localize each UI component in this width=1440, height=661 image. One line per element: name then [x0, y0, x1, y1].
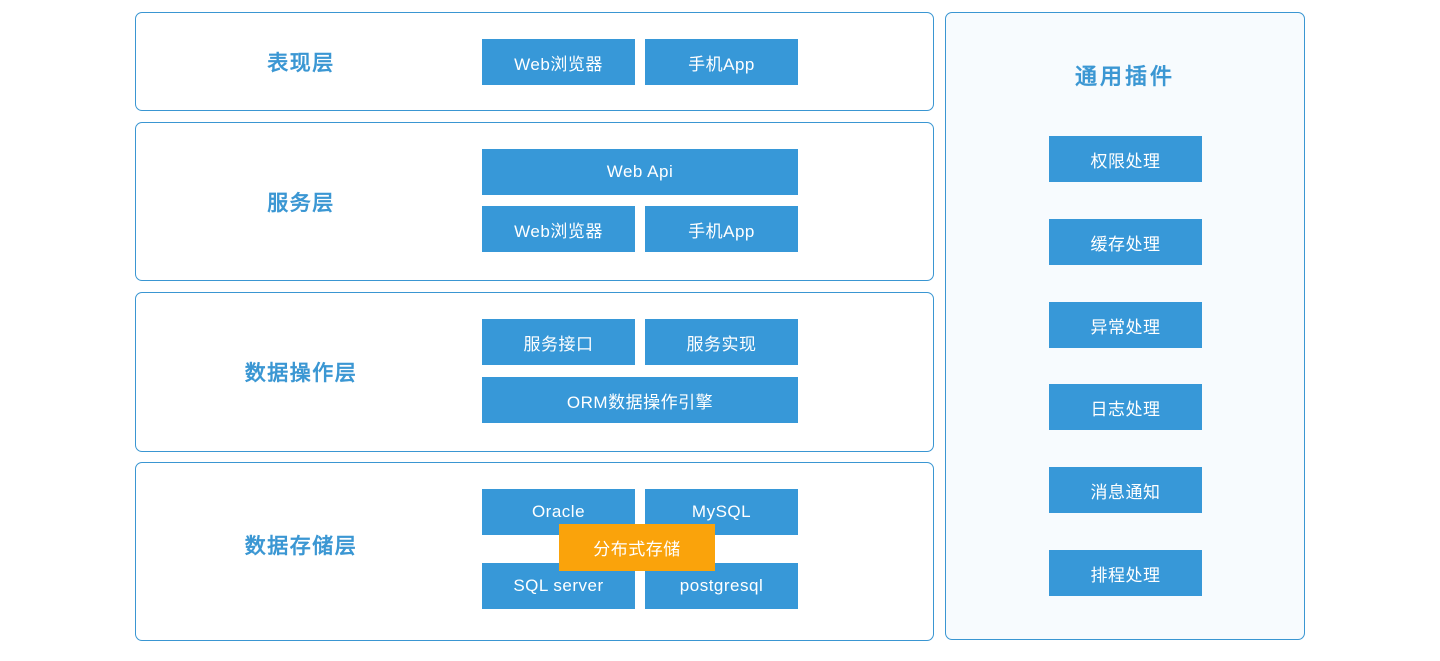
- plugin-box-schedule-label: 排程处理: [1090, 565, 1161, 585]
- box-sql-server: SQL server: [482, 563, 635, 609]
- plugin-box-exception: 异常处理: [1049, 302, 1202, 348]
- box-distributed-storage: 分布式存储: [559, 524, 715, 571]
- layer-panel-service: 服务层 Web Api Web浏览器 手机App: [135, 122, 934, 281]
- layer-label-presentation: 表现层: [267, 51, 335, 75]
- box-web-api-label: Web Api: [606, 162, 674, 181]
- box-web-browser: Web浏览器: [482, 39, 635, 85]
- box-mobile-app: 手机App: [645, 39, 798, 85]
- plugin-box-permission-label: 权限处理: [1090, 151, 1161, 171]
- plugins-panel: 通用插件 权限处理 缓存处理 异常处理 日志处理 消息通知 排程处理: [945, 12, 1305, 640]
- box-sql-server-label: SQL server: [513, 576, 604, 595]
- box-orm-engine: ORM数据操作引擎: [482, 377, 798, 423]
- plugin-box-exception-label: 异常处理: [1090, 317, 1161, 337]
- box-oracle: Oracle: [482, 489, 635, 535]
- box-web-api: Web Api: [482, 149, 798, 195]
- plugins-title: 通用插件: [1074, 64, 1175, 89]
- box-orm-engine-label: ORM数据操作引擎: [566, 392, 714, 412]
- layer-panel-data-storage: 数据存储层 Oracle MySQL 分布式存储 SQL server post…: [135, 462, 934, 641]
- layer-label-data-operation: 数据操作层: [244, 362, 358, 385]
- box-service-implementation-label: 服务实现: [686, 334, 757, 354]
- box-web-browser: Web浏览器: [482, 206, 635, 252]
- box-service-interface-label: 服务接口: [523, 334, 594, 354]
- layer-label-data-storage: 数据存储层: [244, 535, 358, 559]
- box-mobile-app-label: 手机App: [688, 221, 755, 241]
- box-oracle-label: Oracle: [531, 502, 586, 521]
- box-service-interface: 服务接口: [482, 319, 635, 365]
- plugin-box-log-label: 日志处理: [1090, 399, 1161, 419]
- box-mobile-app-label: 手机App: [688, 54, 755, 74]
- box-distributed-storage-label: 分布式存储: [593, 540, 681, 559]
- plugin-box-notification-label: 消息通知: [1090, 482, 1161, 502]
- box-mobile-app: 手机App: [645, 206, 798, 252]
- plugin-box-permission: 权限处理: [1049, 136, 1202, 182]
- layer-panel-presentation: 表现层 Web浏览器 手机App: [135, 12, 934, 111]
- box-web-browser-label: Web浏览器: [514, 54, 603, 74]
- box-web-browser-label: Web浏览器: [514, 221, 603, 241]
- box-mysql-label: MySQL: [691, 502, 752, 521]
- plugin-box-notification: 消息通知: [1049, 467, 1202, 513]
- plugin-box-log: 日志处理: [1049, 384, 1202, 430]
- layer-label-service: 服务层: [267, 191, 335, 215]
- plugin-box-cache: 缓存处理: [1049, 219, 1202, 265]
- plugin-box-cache-label: 缓存处理: [1090, 234, 1161, 254]
- box-postgresql-label: postgresql: [679, 576, 764, 595]
- layer-panel-data-operation: 数据操作层 服务接口 服务实现 ORM数据操作引擎: [135, 292, 934, 452]
- plugin-box-schedule: 排程处理: [1049, 550, 1202, 596]
- box-postgresql: postgresql: [645, 563, 798, 609]
- box-service-implementation: 服务实现: [645, 319, 798, 365]
